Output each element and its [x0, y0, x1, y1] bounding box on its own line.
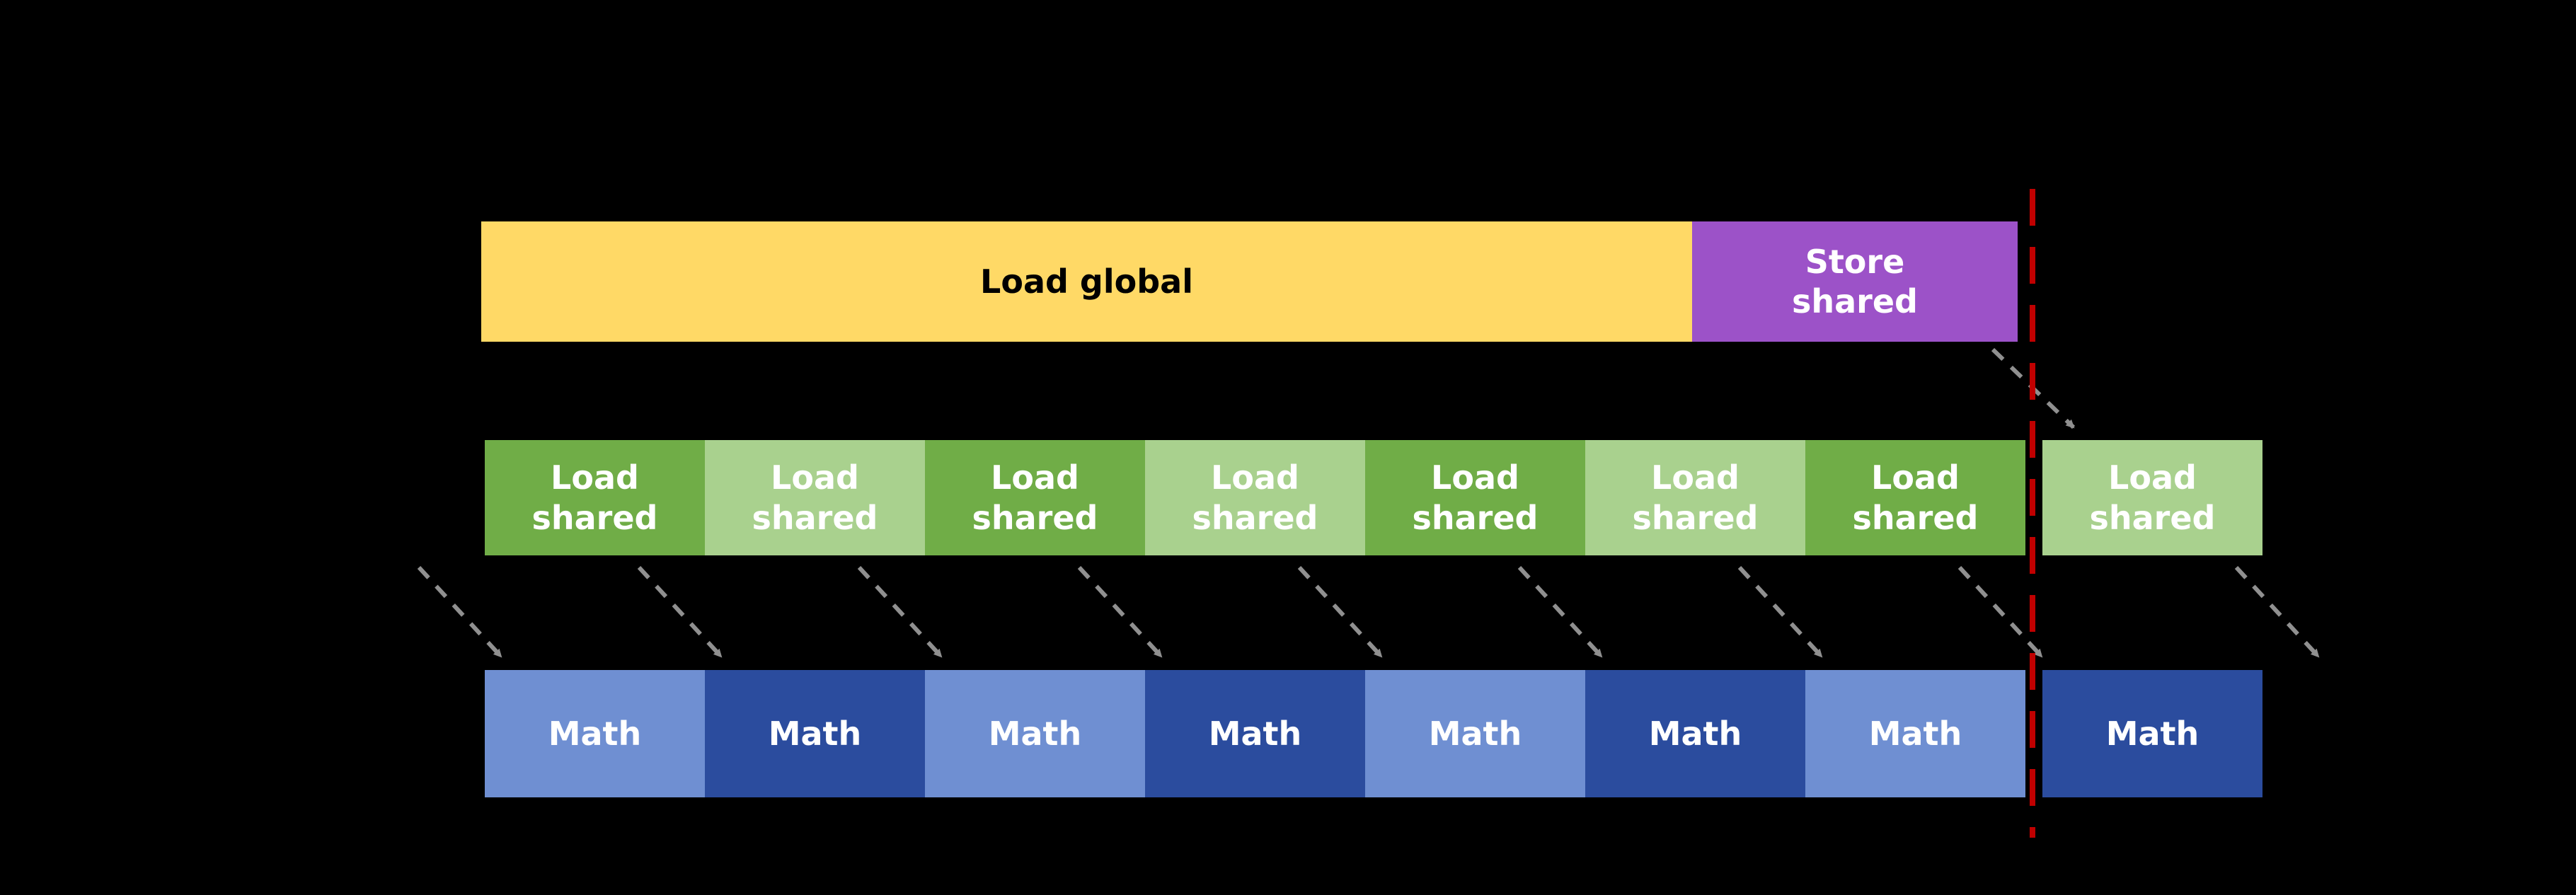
- load-to-math-arrow: [417, 565, 503, 659]
- load-shared-label: Load shared: [531, 458, 658, 537]
- load-to-math-arrow: [637, 565, 723, 659]
- load-to-math-arrow: [2234, 565, 2321, 659]
- store-shared-block: Store shared: [1692, 221, 2018, 342]
- load-global-label: Load global: [980, 262, 1193, 301]
- math-label: Math: [1648, 714, 1742, 753]
- load-shared-block: Load shared: [1805, 440, 2025, 555]
- load-to-math-arrow: [1517, 565, 1604, 659]
- load-shared-block: Load shared: [1365, 440, 1585, 555]
- load-shared-label: Load shared: [2089, 458, 2216, 537]
- math-label: Math: [988, 714, 1082, 753]
- math-label: Math: [1208, 714, 1302, 753]
- load-shared-label: Load shared: [1852, 458, 1979, 537]
- load-to-math-arrow: [1957, 565, 2044, 659]
- math-block: Math: [2042, 670, 2262, 797]
- load-shared-block: Load shared: [485, 440, 705, 555]
- load-to-math-arrow: [1297, 565, 1384, 659]
- math-label: Math: [548, 714, 642, 753]
- store-shared-label: Store shared: [1792, 242, 1918, 321]
- math-block: Math: [1365, 670, 1585, 797]
- store-to-load-arrow: [1991, 347, 2076, 429]
- math-label: Math: [2105, 714, 2200, 753]
- load-shared-label: Load shared: [972, 458, 1098, 537]
- math-block: Math: [1805, 670, 2025, 797]
- load-shared-block: Load shared: [925, 440, 1145, 555]
- load-shared-block: Load shared: [705, 440, 925, 555]
- load-shared-label: Load shared: [1412, 458, 1539, 537]
- load-shared-block: Load shared: [1145, 440, 1365, 555]
- load-shared-label: Load shared: [1192, 458, 1318, 537]
- math-block: Math: [1145, 670, 1365, 797]
- math-label: Math: [1868, 714, 1962, 753]
- load-shared-block: Load shared: [1585, 440, 1805, 555]
- load-global-block: Load global: [481, 221, 1692, 342]
- load-to-math-arrow: [857, 565, 943, 659]
- math-block: Math: [925, 670, 1145, 797]
- math-block: Math: [705, 670, 925, 797]
- load-to-math-arrow: [1077, 565, 1163, 659]
- math-label: Math: [768, 714, 862, 753]
- load-shared-block: Load shared: [2042, 440, 2262, 555]
- math-label: Math: [1428, 714, 1522, 753]
- load-shared-label: Load shared: [752, 458, 878, 537]
- load-to-math-arrow: [1737, 565, 1824, 659]
- load-shared-label: Load shared: [1632, 458, 1759, 537]
- math-block: Math: [485, 670, 705, 797]
- math-block: Math: [1585, 670, 1805, 797]
